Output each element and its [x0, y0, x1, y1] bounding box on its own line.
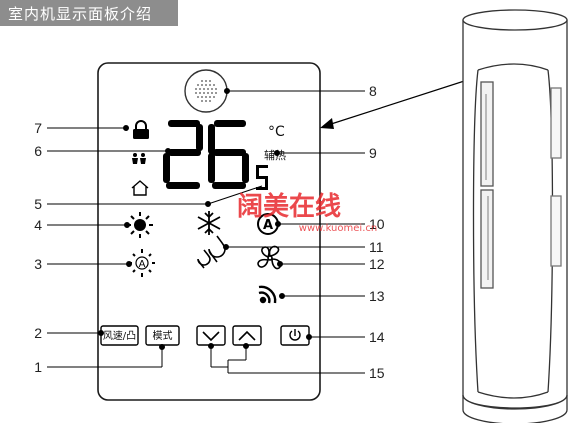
wifi-icon — [258, 285, 277, 304]
callout-15: 15 — [369, 365, 385, 381]
callout-lines — [47, 88, 365, 374]
temp-down-button[interactable] — [196, 325, 226, 346]
home-icon — [131, 180, 149, 196]
watermark: 阔美在线 www.kuomei.cn — [237, 191, 377, 234]
fan-speed-button[interactable]: 风速/凸 — [100, 325, 139, 346]
callout-5: 5 — [34, 196, 42, 212]
callout-11: 11 — [369, 239, 384, 255]
lock-icon — [133, 120, 149, 139]
callout-3: 3 — [34, 256, 42, 272]
power-icon — [289, 329, 301, 341]
water-drop-icon — [197, 235, 226, 269]
temperature-digits — [163, 120, 249, 189]
callout-13: 13 — [369, 288, 385, 304]
page-title: 室内机显示面板介绍 — [8, 5, 153, 23]
watermark-subtext: www.kuomei.cn — [299, 223, 377, 234]
temp-up-button[interactable] — [232, 325, 262, 346]
mode-button[interactable]: 模式 — [145, 325, 180, 346]
power-button[interactable] — [280, 325, 310, 346]
celsius-label: °C — [268, 124, 285, 140]
watermark-text: 阔美在线 — [237, 191, 341, 222]
callout-7: 7 — [34, 120, 42, 136]
down-arrow-icon — [202, 331, 220, 342]
up-arrow-icon — [238, 330, 256, 341]
svg-text:A: A — [139, 259, 146, 270]
mode-button-label: 模式 — [153, 329, 173, 342]
svg-text:A: A — [263, 218, 273, 233]
callout-8: 8 — [369, 83, 377, 99]
callout-4: 4 — [34, 217, 42, 233]
small-digit — [256, 165, 268, 190]
auto-icon: A — [129, 249, 155, 277]
speaker-icon — [184, 69, 228, 113]
callout-10: 10 — [369, 216, 385, 232]
tower-ac-unit — [462, 9, 568, 423]
callout-14: 14 — [369, 329, 385, 345]
callout-6: 6 — [34, 143, 42, 159]
people-icon — [132, 153, 146, 164]
callout-1: 1 — [34, 359, 42, 375]
pointer-arrow — [320, 73, 487, 129]
callout-2: 2 — [34, 325, 42, 341]
callout-12: 12 — [369, 256, 385, 272]
fan-speed-button-label: 风速/凸 — [103, 330, 136, 342]
title-bar: 室内机显示面板介绍 — [0, 0, 178, 26]
snowflake-icon — [197, 211, 221, 235]
callout-9: 9 — [369, 145, 377, 161]
